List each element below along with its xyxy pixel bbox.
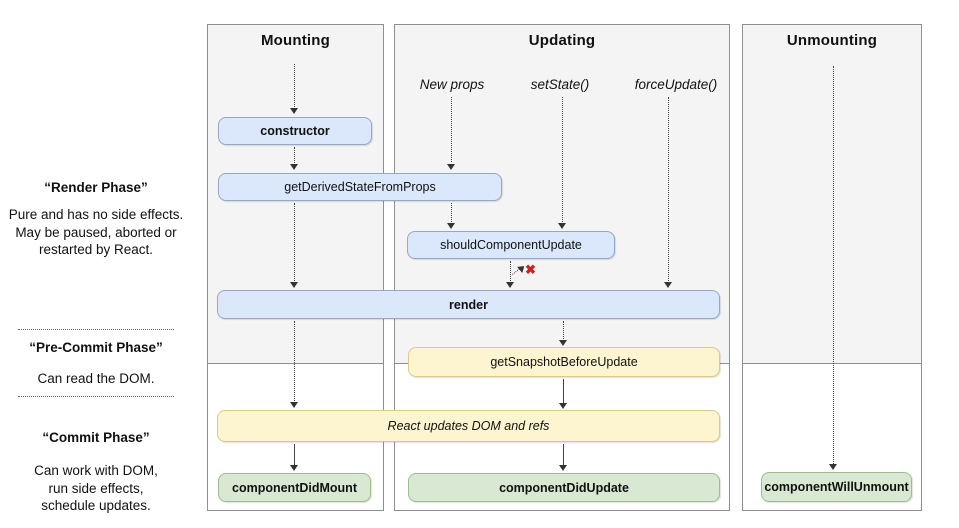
arrow-down-icon xyxy=(290,108,298,114)
arrow-down-icon xyxy=(559,403,567,409)
box-getsnapshotbeforeupdate: getSnapshotBeforeUpdate xyxy=(408,347,720,377)
box-render: render xyxy=(217,290,720,319)
arrow-down-icon xyxy=(829,464,837,470)
arrow-down-icon xyxy=(558,223,566,229)
arrow-down-icon xyxy=(290,282,298,288)
box-react-updates-dom: React updates DOM and refs xyxy=(217,410,720,442)
arrow-down-icon xyxy=(290,402,298,408)
box-componentwillunmount: componentWillUnmount xyxy=(761,472,912,502)
arrow-down-icon xyxy=(290,465,298,471)
flow-line xyxy=(510,261,511,285)
phase-divider xyxy=(18,396,174,397)
trigger-new-props: New props xyxy=(419,77,485,92)
trigger-setstate: setState() xyxy=(530,77,590,92)
box-componentdidupdate: componentDidUpdate xyxy=(408,473,720,502)
flow-line xyxy=(451,203,452,226)
arrow-down-icon xyxy=(506,282,514,288)
arrow-down-icon xyxy=(447,223,455,229)
flow-line xyxy=(668,97,669,283)
column-unmounting xyxy=(742,24,922,511)
flow-line xyxy=(294,321,295,405)
box-getderivedstatefromprops: getDerivedStateFromProps xyxy=(218,173,502,201)
flow-line xyxy=(294,64,295,111)
flow-line-solid xyxy=(563,379,564,406)
flow-line-solid xyxy=(563,444,564,468)
render-phase-description: Pure and has no side effects. May be pau… xyxy=(8,207,184,257)
arrow-down-icon xyxy=(559,340,567,346)
flow-line xyxy=(562,97,563,226)
arrow-down-icon xyxy=(447,164,455,170)
column-title-unmounting: Unmounting xyxy=(786,32,878,49)
flow-line-solid xyxy=(294,444,295,468)
skip-update-x-icon: ✖ xyxy=(525,262,536,277)
column-title-mounting: Mounting xyxy=(260,32,331,49)
flow-line xyxy=(451,97,452,162)
render-phase-region-unmounting xyxy=(743,25,921,364)
pre-commit-phase-description: Can read the DOM. xyxy=(37,371,155,386)
commit-phase-title: “Commit Phase” xyxy=(42,430,150,445)
commit-phase-description: Can work with DOM, run side effects, sch… xyxy=(34,463,158,513)
arrow-down-icon xyxy=(290,164,298,170)
arrow-down-icon xyxy=(559,465,567,471)
box-componentdidmount: componentDidMount xyxy=(218,473,371,502)
box-shouldcomponentupdate: shouldComponentUpdate xyxy=(407,231,615,259)
box-constructor: constructor xyxy=(218,117,372,145)
flow-line xyxy=(294,147,295,167)
flow-line xyxy=(563,321,564,343)
flow-line xyxy=(294,203,295,285)
pre-commit-phase-title: “Pre-Commit Phase” xyxy=(29,340,163,355)
render-phase-title: “Render Phase” xyxy=(44,180,148,195)
phase-divider xyxy=(18,329,174,330)
trigger-forceupdate: forceUpdate() xyxy=(634,77,718,92)
arrow-down-icon xyxy=(664,282,672,288)
column-title-updating: Updating xyxy=(528,32,596,49)
flow-line xyxy=(833,66,834,466)
